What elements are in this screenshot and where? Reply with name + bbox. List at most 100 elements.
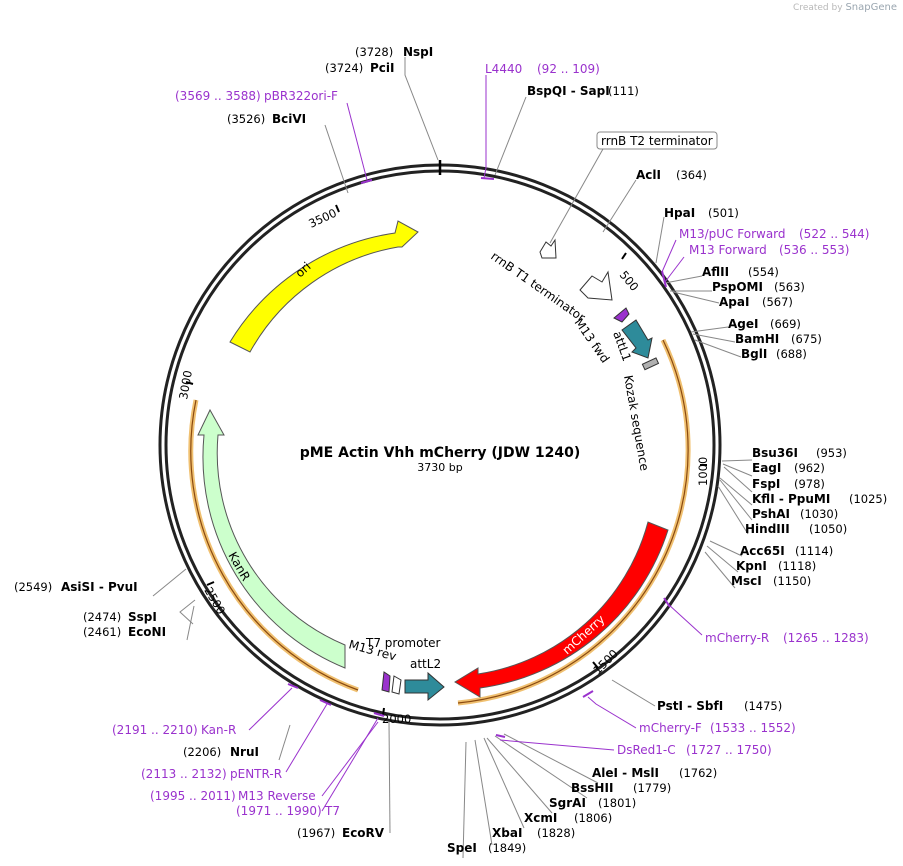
primer-pbr322ori-name: pBR322ori-F [264,89,338,103]
site-sspi-name: SspI [128,610,157,624]
ori-feature [229,220,419,353]
site-bamhi-pos: (675) [791,332,822,346]
t7-promoter-label: T7 promoter [365,636,441,650]
primer-pentr-r-range: (2113 .. 2132) [141,767,227,781]
site-bsshii-pos: (1779) [633,781,671,795]
site-msci-name: MscI [731,574,762,588]
site-asisi-pvui-name: AsiSI - PvuI [61,580,138,594]
snapgene-logo-text: SnapGene [845,2,897,13]
site-nrui-name: NruI [230,745,259,759]
site-hpai-pos: (501) [708,206,739,220]
site-hindiii-pos: (1050) [809,522,847,536]
site-kpni-name: KpnI [736,559,767,573]
site-bcivi-pos: (3526) [227,112,265,126]
rrnb-t1-label: rrnB T1 terminator [488,249,588,325]
site-bsu36i-name: Bsu36I [752,446,798,460]
site-leaders [152,57,753,859]
primer-m13-reverse-range: (1995 .. 2011) [150,789,236,803]
tick-label-500: 500 [617,268,642,294]
primer-pbr322ori-range: (3569 .. 3588) [175,89,261,103]
site-psti-sbfi-pos: (1475) [744,699,782,713]
primer-t7-name: T7 [324,804,340,818]
primer-t7-range: (1971 .. 1990) [236,804,322,818]
plasmid-name: pME Actin Vhh mCherry (JDW 1240) [300,445,581,461]
site-apai-name: ApaI [719,295,749,309]
site-sgrai-name: SgrAI [549,796,586,810]
site-agei-name: AgeI [728,317,758,331]
site-xbai-pos: (1828) [537,826,575,840]
site-bamhi-name: BamHI [735,332,779,346]
site-pcii-pos: (3724) [325,61,363,75]
site-hindiii-name: HindIII [745,522,790,536]
site-asisi-pvui-pos: (2549) [14,580,52,594]
rrnb-t1-feature [579,270,613,301]
site-eagi-pos: (962) [794,461,825,475]
site-bsu36i-pos: (953) [816,446,847,460]
primer-m13fwd-name: M13 Forward [689,243,767,257]
site-bcivi-name: BciVI [272,112,306,126]
kozak-label: Kozak sequence [621,374,652,472]
site-eagi-name: EagI [752,461,781,475]
primer-m13fwd-range: (536 .. 553) [779,243,849,257]
site-nspi-pos: (3728) [355,45,393,59]
site-spei-name: SpeI [447,841,477,855]
primer-l4440-name: L4440 [485,62,522,76]
site-nrui-pos: (2206) [183,745,221,759]
snapgene-brand: Created by SnapGene [793,2,897,13]
site-hpai-name: HpaI [664,206,695,220]
site-bsshii-name: BssHII [571,781,613,795]
primer-kan-r-name: Kan-R [201,723,236,737]
attl1-feature [621,319,653,359]
site-ecorv-pos: (1967) [297,826,335,840]
created-by-text: Created by [793,3,843,13]
tick-label-2500: 2500 [201,585,228,617]
site-kpni-pos: (1118) [778,559,816,573]
primer-l4440-range: (92 .. 109) [537,62,600,76]
site-pshai-pos: (1030) [800,507,838,521]
primer-mcherry-f-range: (1533 .. 1552) [710,721,796,735]
site-fspi-name: FspI [752,477,780,491]
site-aflii-name: AflII [702,265,729,279]
tick-label-2000: 2000 [382,712,411,726]
site-alei-msli-name: AleI - MslI [592,766,659,780]
primer-dsred1-c-name: DsRed1-C [617,743,676,757]
tick-marks [185,204,707,716]
primer-kan-r-range: (2191 .. 2210) [112,723,198,737]
site-bgli-name: BglI [741,347,767,361]
site-pcii-name: PciI [370,61,395,75]
site-pspomi-name: PspOMI [712,280,763,294]
kanr-orf-core [190,399,359,691]
m13-fwd-label: M13 fwd [572,316,613,366]
t7-promoter-feature [391,675,402,695]
site-bspqi-sapi-name: BspQI - SapI [527,84,610,98]
primer-marks [287,177,671,738]
mcherry-label: mCherry [560,612,608,657]
tick-label-3500: 3500 [306,206,338,231]
site-bgli-pos: (688) [776,347,807,361]
primer-m13-reverse-name: M13 Reverse [238,789,316,803]
site-sgrai-pos: (1801) [598,796,636,810]
site-acli-pos: (364) [676,168,707,182]
primer-mcherry-r-name: mCherry-R [705,631,769,645]
site-apai-pos: (567) [762,295,793,309]
primer-leaders [248,75,703,812]
site-fspi-pos: (978) [794,477,825,491]
primer-dsred1-c-range: (1727 .. 1750) [686,743,772,757]
tick-label-1000: 1000 [696,457,710,486]
site-spei-pos: (1849) [488,841,526,855]
m13-rev-feature [381,671,391,693]
site-pspomi-pos: (563) [774,280,805,294]
site-acc65i-name: Acc65I [740,544,785,558]
primer-mcherry-r-range: (1265 .. 1283) [783,631,869,645]
site-pshai-name: PshAI [752,507,790,521]
site-xcmi-name: XcmI [524,811,557,825]
m13-fwd-feature [613,307,630,323]
site-xcmi-pos: (1806) [574,811,612,825]
attl2-label: attL2 [410,657,441,671]
site-acc65i-pos: (1114) [795,544,833,558]
site-aflii-pos: (554) [748,265,779,279]
plasmid-length: 3730 bp [417,461,462,474]
site-alei-msli-pos: (1762) [679,766,717,780]
tick-label-3000: 3000 [176,369,195,400]
